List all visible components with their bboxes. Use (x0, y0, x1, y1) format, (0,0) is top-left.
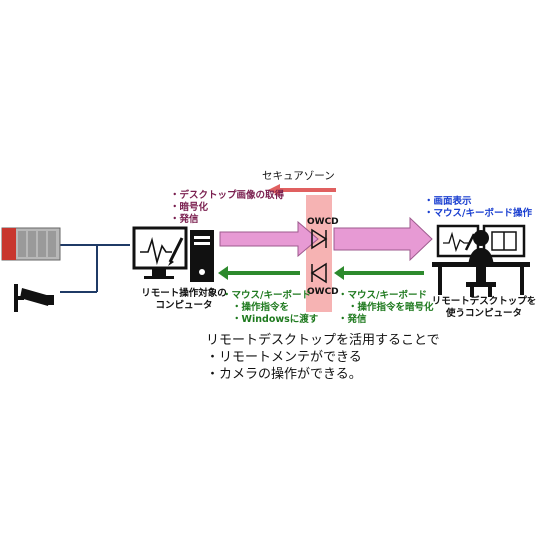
command-arrow-left (218, 266, 300, 280)
summary-line-1: リモートデスクトップを活用することで (206, 333, 440, 348)
right-computer-label-line: リモートデスクトップを (431, 296, 537, 307)
left-notes-list: デスクトップ画像の取得 暗号化 発信 (170, 190, 285, 226)
right-note-item: 画面表示 (424, 196, 532, 208)
right-notes-list: 画面表示 マウス/キーボード操作 (424, 196, 532, 220)
left-computer-label-line: コンピュータ (155, 300, 213, 311)
owcd-bottom-label: OWCD (307, 287, 339, 297)
data-flow-arrow-right (219, 220, 319, 258)
zone-arrow-left (268, 184, 336, 196)
left-computer-label-line: リモート操作対象の (141, 288, 227, 299)
bottom-left-note-item: 操作指令を (222, 302, 318, 314)
summary-line-3: ・カメラの操作ができる。 (206, 367, 362, 382)
bottom-right-note-item: マウス/キーボード (338, 290, 434, 302)
bottom-right-note-item: 操作指令を暗号化 (338, 302, 434, 314)
left-tower-icon (190, 230, 214, 282)
owcd-diode-bottom-icon (310, 262, 327, 284)
bottom-right-note-item: 発信 (338, 314, 434, 326)
owcd-diode-top-icon (311, 228, 328, 250)
user-at-desk-icon (432, 224, 530, 297)
right-computer-label: リモートデスクトップを 使うコンピュータ (424, 296, 544, 320)
bottom-left-note-item: マウス/キーボード (222, 290, 318, 302)
owcd-top-label: OWCD (307, 217, 339, 227)
plc-device-icon (1, 227, 61, 261)
bottom-right-notes: マウス/キーボード 操作指令を暗号化 発信 (338, 290, 434, 326)
left-computer-label: リモート操作対象の コンピュータ (128, 288, 240, 312)
secure-zone-label: セキュアゾーン (262, 170, 335, 182)
data-flow-arrow-right-2 (333, 216, 433, 262)
right-note-item: マウス/キーボード操作 (424, 208, 532, 220)
left-note-item: 暗号化 (170, 202, 284, 214)
bottom-left-note-item: Windowsに渡す (222, 314, 319, 326)
left-note-item: 発信 (170, 214, 284, 226)
command-arrow-left-2 (334, 266, 424, 280)
summary-line-2: ・リモートメンテができる (206, 350, 362, 365)
security-camera-icon (14, 284, 54, 312)
summary-text: リモートデスクトップを活用することで ・リモートメンテができる ・カメラの操作が… (206, 332, 440, 383)
left-note-item: デスクトップ画像の取得 (170, 190, 285, 202)
left-monitor-icon (132, 226, 188, 279)
network-lines (60, 244, 130, 293)
bottom-left-notes: マウス/キーボード 操作指令を Windowsに渡す (222, 290, 319, 326)
right-computer-label-line: 使うコンピュータ (445, 308, 522, 319)
